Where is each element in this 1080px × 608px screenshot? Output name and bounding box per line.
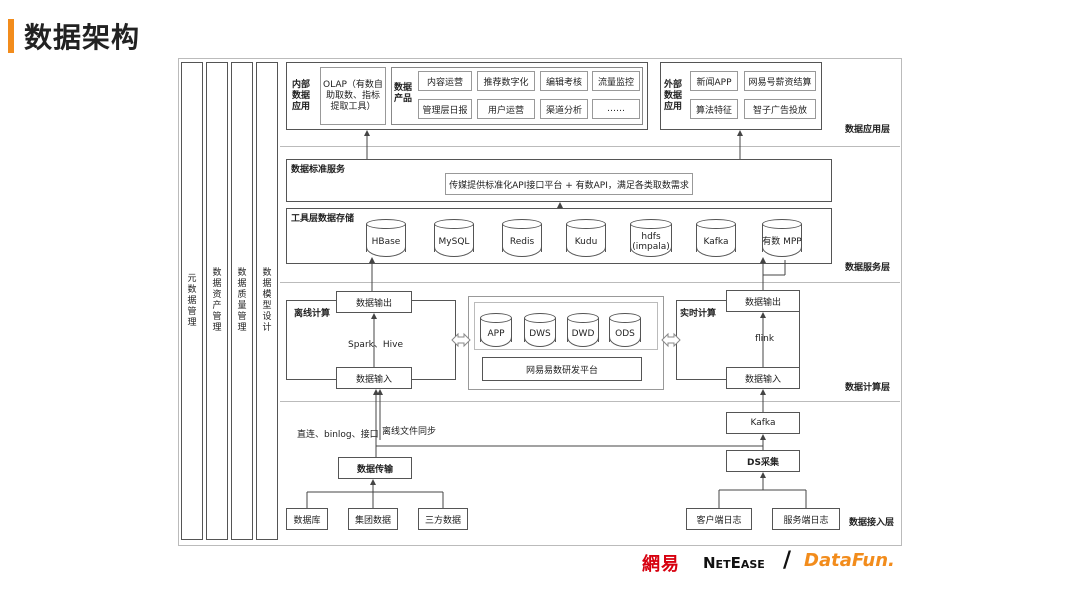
offline-engine-label: Spark、Hive xyxy=(348,340,403,350)
warehouse-cylinder: DWD xyxy=(567,313,599,347)
standard-service-desc: 传媒提供标准化API接口平台 + 有数API，满足各类取数需求 xyxy=(445,173,693,195)
product-item: 推荐数字化 xyxy=(477,71,535,91)
store-label: HBase xyxy=(371,237,401,247)
data-transfer-label: 数据传输 xyxy=(356,464,393,475)
store-label: 有数 MPP xyxy=(762,237,802,247)
realtime-output-box: 数据输出 xyxy=(726,290,800,312)
offline-compute-title: 离线计算 xyxy=(294,309,331,319)
offline-output-box: 数据输出 xyxy=(336,291,412,313)
column-label: 元数据管理 xyxy=(187,273,197,328)
layer-divider xyxy=(280,282,900,283)
standard-service-title: 数据标准服务 xyxy=(291,165,346,175)
store-label: Redis xyxy=(509,237,535,247)
storage-title: 工具层数据存储 xyxy=(291,214,355,224)
ds-collect-box: DS采集 xyxy=(726,450,800,472)
internal-app-title: 内部数据应用 xyxy=(292,80,311,112)
store-cylinder: hdfs (impala) xyxy=(630,219,672,257)
data-transfer-box: 数据传输 xyxy=(338,457,412,479)
realtime-compute-title: 实时计算 xyxy=(680,309,717,319)
store-cylinder: Kafka xyxy=(696,219,736,257)
warehouse-cylinder: DWS xyxy=(524,313,556,347)
data-model-design-column: 数据模型设计 xyxy=(256,62,278,540)
data-product-title: 数据产品 xyxy=(394,83,413,104)
realtime-input-box: 数据输入 xyxy=(726,367,800,389)
store-label: Kafka xyxy=(703,237,729,247)
warehouse-label: DWS xyxy=(529,329,551,339)
product-item: 流量监控 xyxy=(592,71,640,91)
kafka-box: Kafka xyxy=(726,412,800,434)
log-box: 服务端日志 xyxy=(772,508,840,530)
store-cylinder: 有数 MPP xyxy=(762,219,802,257)
source-box: 三方数据 xyxy=(418,508,468,530)
data-quality-management-column: 数据质量管理 xyxy=(231,62,253,540)
warehouse-cylinder: APP xyxy=(480,313,512,347)
offline-input-box: 数据输入 xyxy=(336,367,412,389)
layer-label-compute: 数据计算层 xyxy=(845,383,891,393)
column-label: 数据模型设计 xyxy=(262,268,272,333)
data-asset-management-column: 数据资产管理 xyxy=(206,62,228,540)
external-item: 网易号薪资结算 xyxy=(744,71,816,91)
product-item: …… xyxy=(592,99,640,119)
store-label: hdfs (impala) xyxy=(632,232,670,252)
layer-label-ingest: 数据接入层 xyxy=(849,518,895,528)
store-label: MySQL xyxy=(438,237,470,247)
file-sync-label: 离线文件同步 xyxy=(382,427,437,437)
olap-box: OLAP（有数自助取数、指标提取工具） xyxy=(320,67,386,125)
offline-output-label: 数据输出 xyxy=(355,298,392,309)
research-platform-box: 网易易数研发平台 xyxy=(482,357,642,381)
offline-channels-label: 直连、binlog、接口 xyxy=(297,430,379,440)
warehouse-label: ODS xyxy=(615,329,635,339)
title-accent-bar xyxy=(8,19,14,53)
warehouse-cylinder: ODS xyxy=(609,313,641,347)
layer-label-application: 数据应用层 xyxy=(845,125,891,135)
product-item: 渠道分析 xyxy=(540,99,588,119)
realtime-output-label: 数据输出 xyxy=(744,297,781,308)
store-label: Kudu xyxy=(574,237,598,247)
store-cylinder: HBase xyxy=(366,219,406,257)
product-item: 管理层日报 xyxy=(418,99,472,119)
realtime-engine-label: flink xyxy=(755,334,775,344)
netease-logo-cn: 網易 xyxy=(642,554,680,575)
datafun-logo: DataFun. xyxy=(804,550,895,571)
column-label: 数据质量管理 xyxy=(237,268,247,333)
warehouse-label: DWD xyxy=(571,329,595,339)
source-box: 集团数据 xyxy=(348,508,398,530)
external-item: 智子广告投放 xyxy=(744,99,816,119)
realtime-compute-box xyxy=(676,300,800,380)
column-label: 数据资产管理 xyxy=(212,268,222,333)
realtime-input-label: 数据输入 xyxy=(744,374,781,385)
external-app-title: 外部数据应用 xyxy=(664,80,683,112)
store-cylinder: MySQL xyxy=(434,219,474,257)
log-box: 客户端日志 xyxy=(686,508,752,530)
source-box: 数据库 xyxy=(286,508,328,530)
warehouse-label: APP xyxy=(487,329,505,339)
offline-input-label: 数据输入 xyxy=(355,374,392,385)
product-item: 内容运营 xyxy=(418,71,472,91)
external-item: 新闻APP xyxy=(690,71,738,91)
logo-separator: / xyxy=(783,548,792,573)
product-item: 用户运营 xyxy=(477,99,535,119)
layer-divider xyxy=(280,146,900,147)
metadata-management-column: 元数据管理 xyxy=(181,62,203,540)
layer-label-service: 数据服务层 xyxy=(845,263,891,273)
layer-divider xyxy=(280,401,900,402)
netease-logo-en: NetEase xyxy=(703,554,765,572)
store-cylinder: Redis xyxy=(502,219,542,257)
store-cylinder: Kudu xyxy=(566,219,606,257)
external-item: 算法特征 xyxy=(690,99,738,119)
page-title: 数据架构 xyxy=(24,21,141,54)
product-item: 编辑考核 xyxy=(540,71,588,91)
